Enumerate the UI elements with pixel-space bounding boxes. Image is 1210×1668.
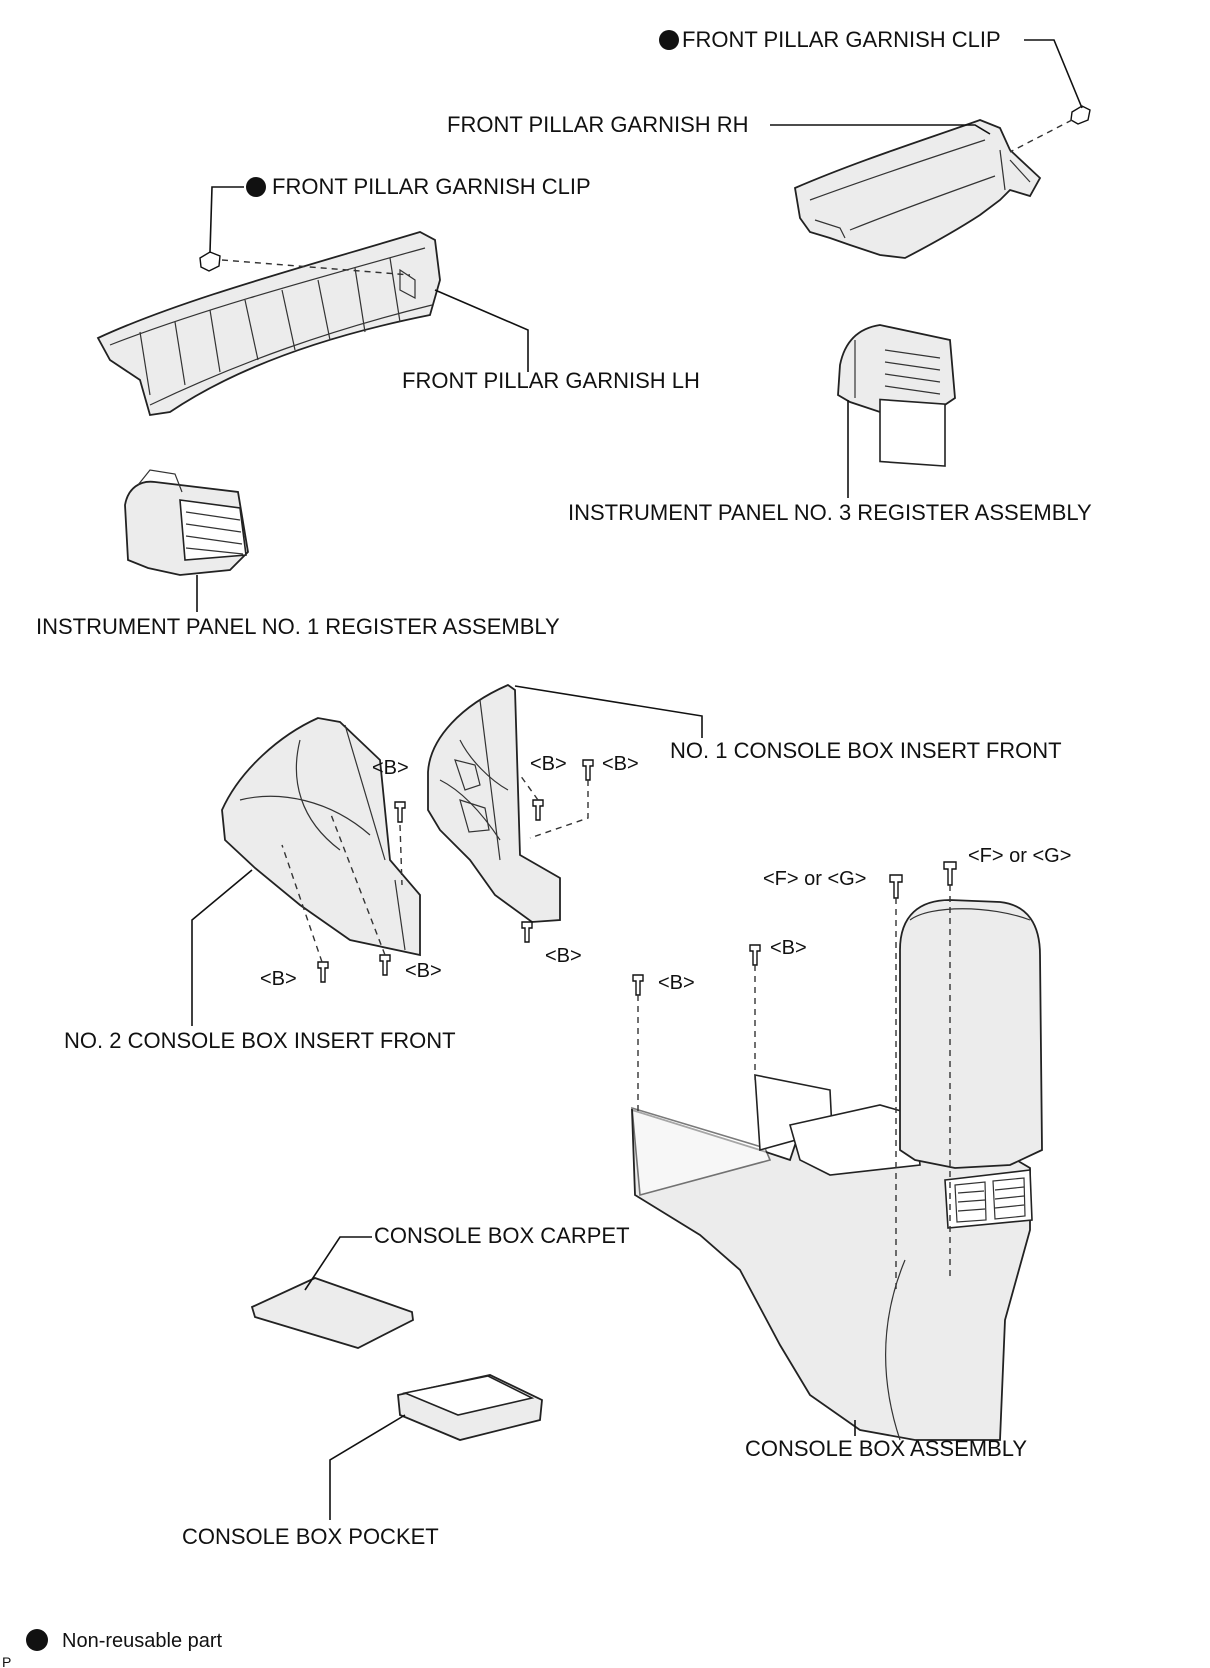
bolt-console-fg-right [943,861,957,1280]
tag-b-console-right: <B> [770,937,807,959]
console-insert-no2-part [221,717,421,957]
tag-b-no2-left: <B> [260,968,297,990]
tag-b-no1-a: <B> [530,753,567,775]
label-console-insert-no1: NO. 1 CONSOLE BOX INSERT FRONT [670,738,1062,763]
bolt-console-b-left [632,974,644,1115]
tag-fg-console-left: <F> or <G> [763,868,866,890]
tag-b-no1-c: <B> [545,945,582,967]
tag-b-no2-top: <B> [372,757,409,779]
console-insert-no1-part [427,683,561,923]
front-pillar-garnish-clip-rh-part [1009,105,1091,153]
front-pillar-garnish-lh-part [96,231,441,417]
label-front-pillar-garnish-lh: FRONT PILLAR GARNISH LH [402,368,700,393]
label-console-box-assembly: CONSOLE BOX ASSEMBLY [745,1436,1027,1461]
label-console-box-pocket: CONSOLE BOX POCKET [182,1524,439,1549]
legend-non-reusable-text: Non-reusable part [62,1630,223,1652]
console-box-assembly-part [631,899,1043,1441]
label-front-pillar-garnish-clip-lh: FRONT PILLAR GARNISH CLIP [272,174,591,199]
label-console-box-carpet: CONSOLE BOX CARPET [374,1223,630,1248]
tag-b-console-left: <B> [658,972,695,994]
bolt-no1-c [521,921,533,943]
console-box-carpet-part [250,1277,414,1349]
register-no1-part [124,469,249,576]
tag-fg-console-right: <F> or <G> [968,845,1071,867]
tag-b-no1-b: <B> [602,753,639,775]
front-pillar-garnish-rh-part [793,119,1042,259]
corner-mark: P [2,1654,11,1668]
non-reusable-marker-lh-clip [246,177,266,197]
label-register-no1: INSTRUMENT PANEL NO. 1 REGISTER ASSEMBLY [36,614,560,639]
label-front-pillar-garnish-rh: FRONT PILLAR GARNISH RH [447,112,749,137]
bolt-no1-a [519,774,544,821]
non-reusable-marker-rh-clip [659,30,679,50]
bolt-no2-left [281,844,329,983]
label-console-insert-no2: NO. 2 CONSOLE BOX INSERT FRONT [64,1028,456,1053]
bolt-no2-right [329,811,391,976]
legend-non-reusable-marker [26,1629,48,1651]
bolt-console-fg-left [889,874,903,1290]
bolt-console-b-right [749,944,761,1080]
console-box-pocket-part [397,1374,543,1441]
label-register-no3: INSTRUMENT PANEL NO. 3 REGISTER ASSEMBLY [568,500,1092,525]
bolt-no1-b [529,759,594,839]
register-no3-part [837,324,956,467]
tag-b-no2-right: <B> [405,960,442,982]
bolt-no2-top [394,801,406,886]
label-front-pillar-garnish-clip-rh: FRONT PILLAR GARNISH CLIP [682,27,1001,52]
